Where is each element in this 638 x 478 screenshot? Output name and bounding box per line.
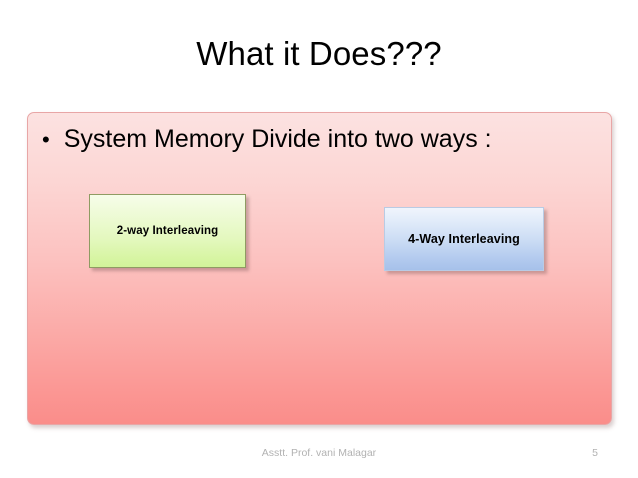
bullet-text: System Memory Divide into two ways :	[63, 125, 492, 153]
shape-2-way-interleaving[interactable]: 2-way Interleaving	[89, 194, 246, 268]
shape-label: 2-way Interleaving	[116, 225, 219, 237]
bullet-list-item: • System Memory Divide into two ways :	[42, 123, 582, 155]
bullet-marker-icon: •	[42, 127, 50, 152]
page-title: What it Does???	[196, 35, 442, 72]
footer-page-number: 5	[592, 447, 598, 459]
shape-label: 4-Way Interleaving	[408, 232, 520, 246]
shape-4-way-interleaving[interactable]: 4-Way Interleaving	[384, 207, 544, 271]
footer-author: Asstt. Prof. vani Malagar	[261, 447, 377, 459]
content-panel: • System Memory Divide into two ways : 2…	[27, 112, 612, 425]
